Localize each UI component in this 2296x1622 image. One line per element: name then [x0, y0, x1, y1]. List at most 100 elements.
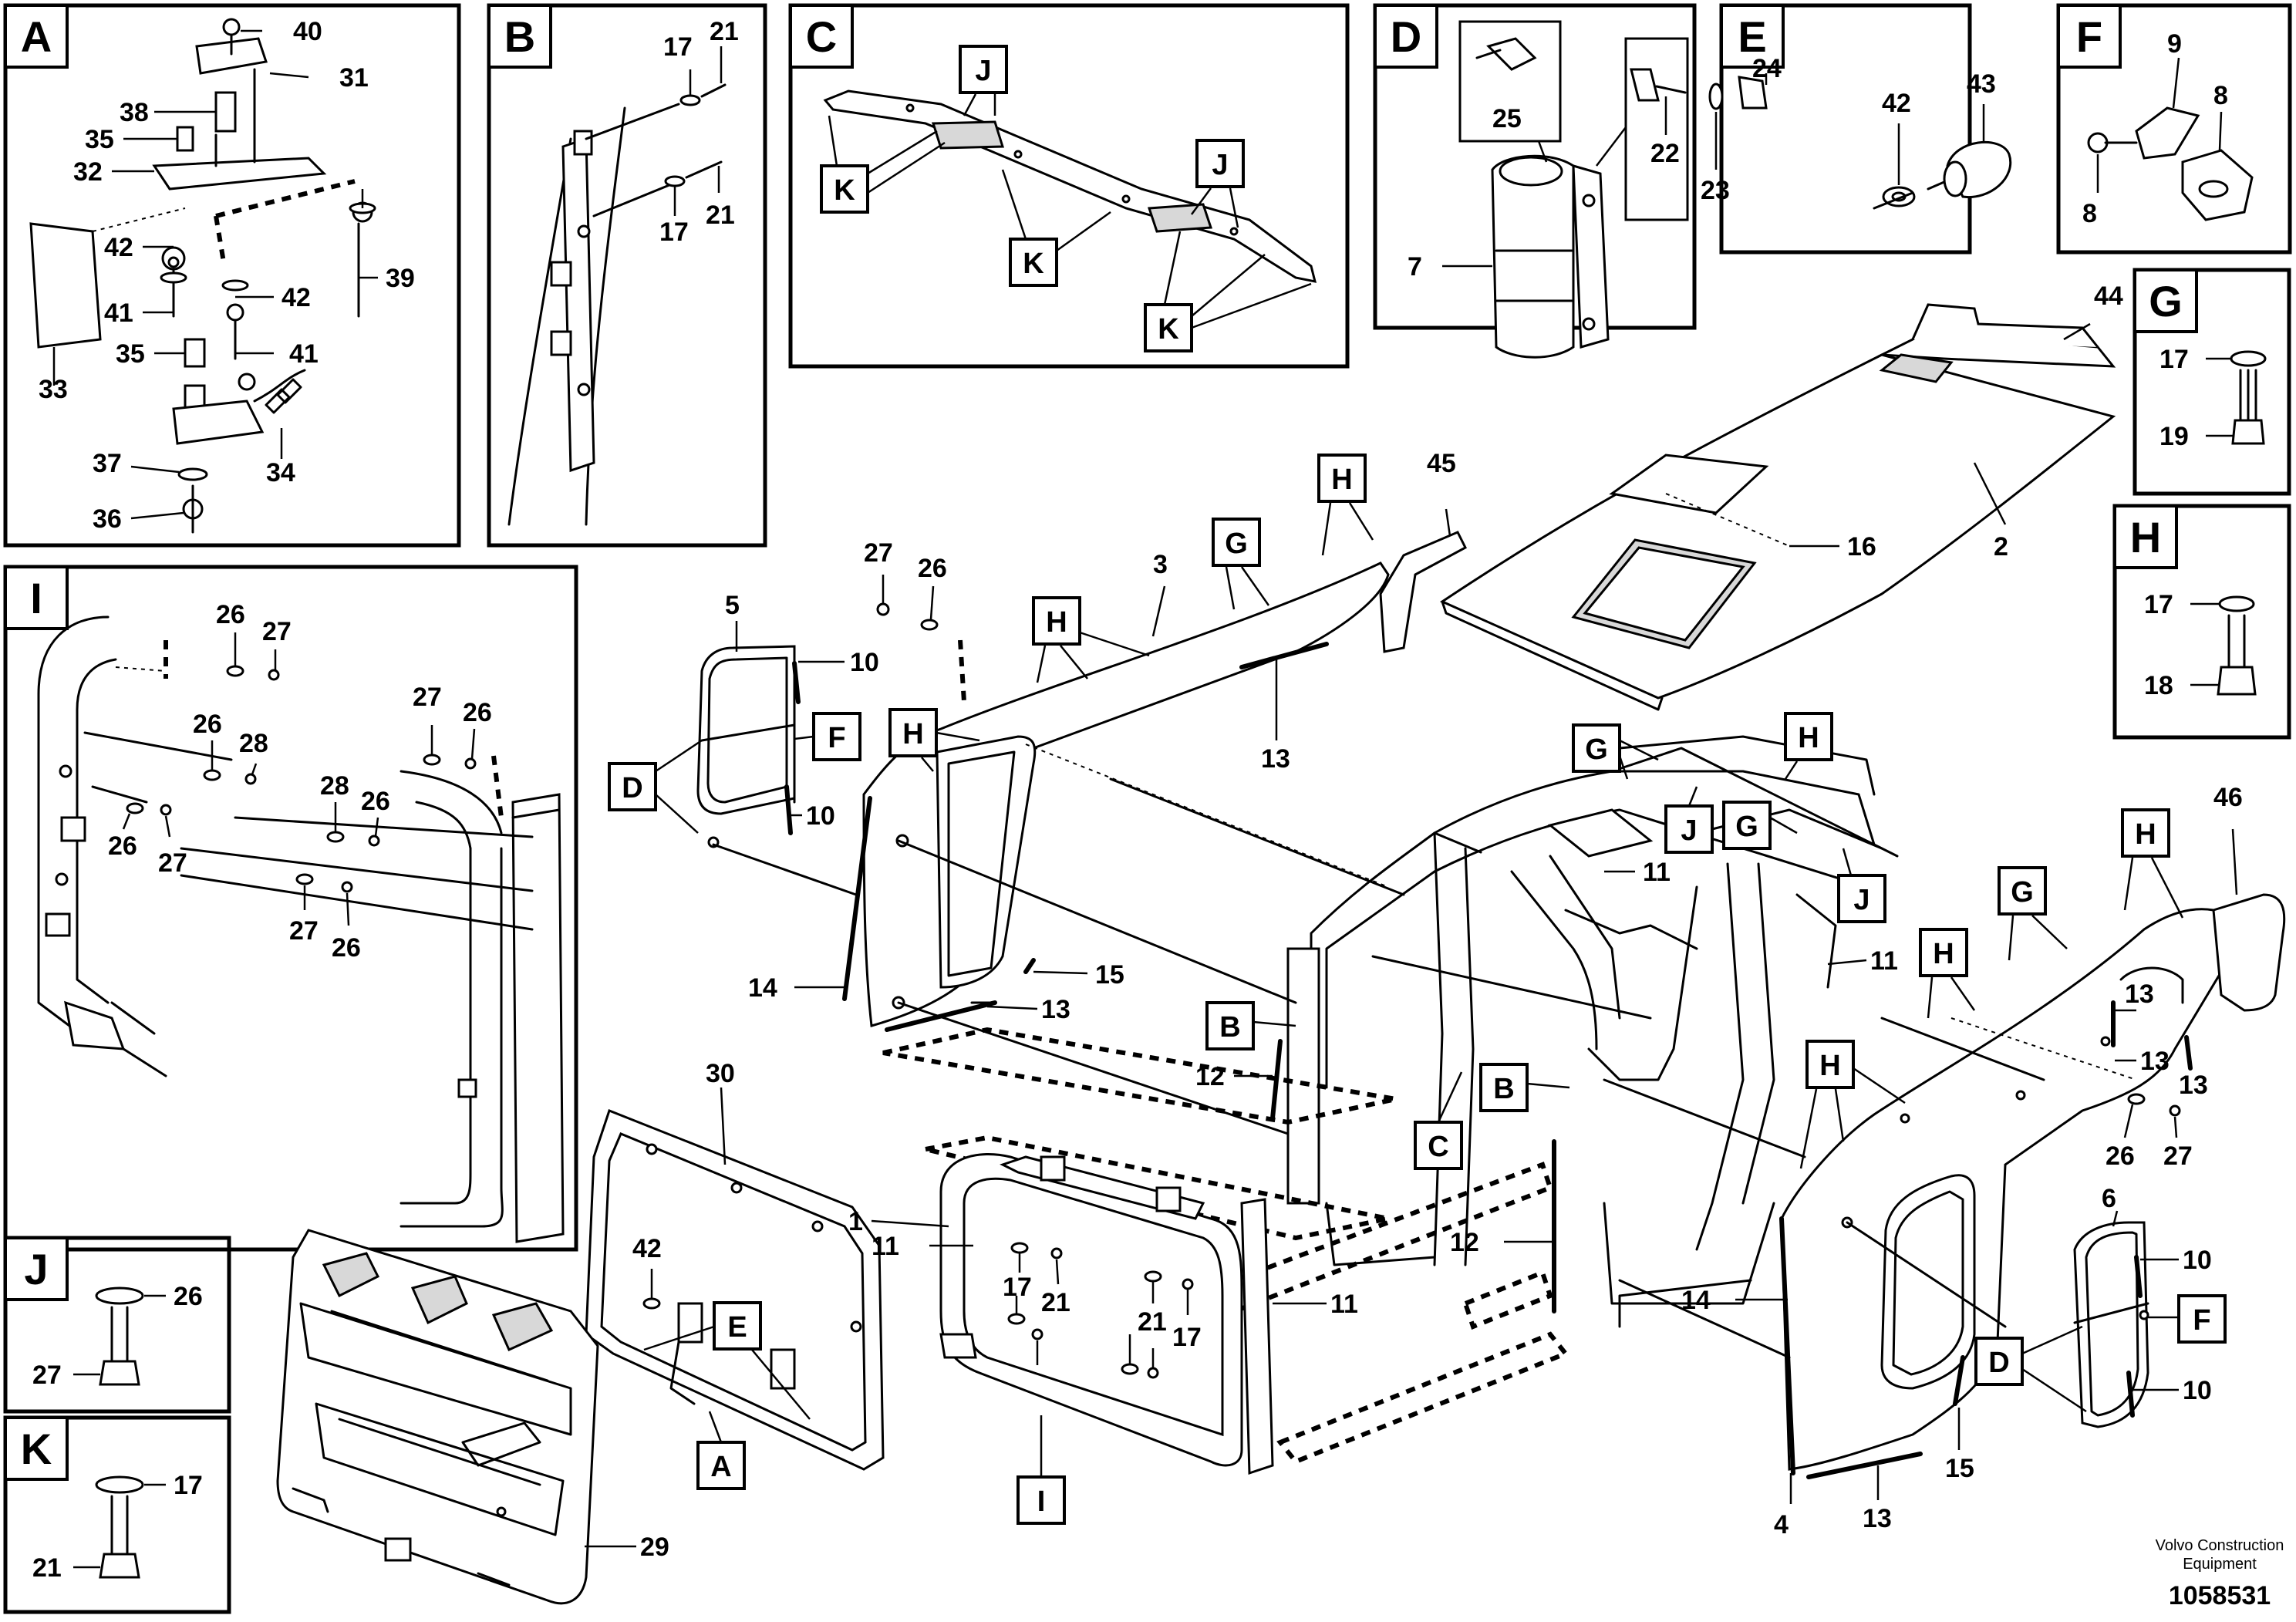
- svg-text:B: B: [504, 12, 535, 61]
- svg-text:37: 37: [93, 449, 122, 478]
- svg-text:26: 26: [216, 600, 245, 629]
- svg-text:17: 17: [174, 1471, 203, 1500]
- svg-text:E: E: [727, 1311, 747, 1344]
- svg-text:11: 11: [1870, 946, 1898, 976]
- svg-text:44: 44: [2094, 282, 2123, 311]
- svg-text:21: 21: [1041, 1288, 1070, 1317]
- svg-text:D: D: [622, 772, 642, 804]
- svg-text:9: 9: [2167, 29, 2182, 59]
- svg-text:F: F: [2193, 1304, 2210, 1337]
- svg-text:17: 17: [1172, 1323, 1202, 1352]
- detail-frame-I: [3, 565, 578, 1252]
- svg-text:11: 11: [1643, 858, 1671, 887]
- svg-text:A: A: [710, 1451, 731, 1483]
- svg-text:H: H: [902, 718, 923, 750]
- detail-i-callouts: 26 27 26 28 26 27 27 26 28 26 27 26: [108, 600, 492, 963]
- svg-text:26: 26: [332, 933, 361, 963]
- svg-text:D: D: [1988, 1347, 2009, 1379]
- left-panel-callouts: 3 27 26 G H H H: [864, 454, 1374, 772]
- svg-text:A: A: [21, 12, 52, 61]
- svg-text:41: 41: [104, 298, 133, 328]
- detail-d-drawing: [1458, 20, 1768, 359]
- svg-text:14: 14: [748, 973, 777, 1003]
- svg-text:H: H: [1819, 1050, 1840, 1082]
- svg-text:33: 33: [39, 375, 68, 404]
- svg-text:13: 13: [2179, 1071, 2208, 1100]
- svg-text:13: 13: [1261, 744, 1290, 774]
- svg-text:J: J: [1212, 149, 1228, 181]
- svg-text:39: 39: [386, 264, 415, 293]
- rear-frame-1: [939, 1152, 1274, 1475]
- svg-text:18: 18: [2144, 671, 2173, 700]
- svg-text:J: J: [975, 55, 991, 87]
- detail-frame-B: [487, 3, 767, 548]
- rear-frame-callouts: 1 11 17 21 21 17 17 17 20 11 I: [848, 1207, 1358, 1525]
- svg-text:42: 42: [104, 233, 133, 262]
- svg-text:K: K: [1158, 313, 1179, 346]
- svg-text:H: H: [1933, 938, 1954, 970]
- left-door-glass-5: [696, 645, 858, 896]
- svg-text:32: 32: [73, 157, 103, 187]
- svg-text:G: G: [1225, 528, 1248, 560]
- svg-text:15: 15: [1095, 960, 1124, 990]
- svg-text:H: H: [2130, 513, 2161, 561]
- svg-text:21: 21: [710, 17, 739, 46]
- svg-text:31: 31: [339, 63, 369, 93]
- svg-text:17: 17: [2144, 590, 2173, 619]
- svg-text:B: B: [1219, 1011, 1240, 1044]
- svg-text:30: 30: [706, 1059, 735, 1088]
- svg-text:27: 27: [32, 1361, 62, 1390]
- svg-text:42: 42: [1882, 89, 1911, 118]
- svg-text:26: 26: [463, 698, 492, 727]
- detail-b-callouts: 17 21 17 21: [659, 17, 739, 247]
- svg-text:H: H: [1046, 606, 1067, 639]
- svg-text:43: 43: [1967, 69, 1996, 99]
- svg-text:28: 28: [320, 771, 349, 801]
- svg-text:K: K: [1023, 248, 1044, 280]
- svg-text:I: I: [1037, 1485, 1046, 1518]
- detail-frame-H: [2112, 504, 2291, 740]
- svg-text:27: 27: [158, 848, 187, 878]
- svg-text:5: 5: [725, 591, 740, 620]
- detail-i-drawing: [37, 615, 565, 1243]
- detail-a-callouts: 40 31 38 35 32 42 41 35 42 41 39 33 37 3…: [39, 17, 415, 534]
- svg-text:27: 27: [413, 683, 442, 712]
- rear-window-callouts: 30 42 E A: [632, 1059, 811, 1490]
- svg-text:35: 35: [85, 125, 114, 154]
- svg-text:K: K: [21, 1425, 52, 1473]
- detail-g-drawing: 17 19: [2159, 345, 2267, 451]
- right-side-panel-4: [1780, 893, 2286, 1471]
- detail-frame-K: [3, 1415, 231, 1614]
- rear-panel-29: [276, 1229, 599, 1605]
- svg-text:40: 40: [293, 17, 322, 46]
- svg-text:E: E: [1738, 12, 1766, 61]
- svg-text:G: G: [1735, 811, 1758, 843]
- cab-frame-callouts: 11 11 G H J G J B 12 C B 12: [1195, 712, 1898, 1313]
- frame-letter-tags: A B C D E F G H I J K: [4, 4, 2198, 1481]
- brand-line-1: Volvo Construction: [2156, 1537, 2284, 1554]
- svg-text:11: 11: [1330, 1290, 1358, 1319]
- detail-d-inset-25: [1458, 20, 1562, 143]
- svg-text:10: 10: [806, 801, 835, 831]
- svg-text:45: 45: [1427, 449, 1456, 478]
- svg-text:27: 27: [2163, 1141, 2193, 1171]
- rear-panel-callouts: 29: [585, 1533, 669, 1562]
- svg-text:10: 10: [2183, 1376, 2212, 1405]
- svg-text:36: 36: [93, 504, 122, 534]
- detail-f-drawing: [2087, 106, 2254, 221]
- svg-text:12: 12: [1450, 1228, 1479, 1257]
- detail-frame-C: [788, 3, 1350, 369]
- svg-text:25: 25: [1492, 104, 1522, 133]
- svg-text:46: 46: [2213, 783, 2243, 812]
- svg-text:2: 2: [1994, 532, 2008, 561]
- svg-text:41: 41: [289, 339, 319, 369]
- detail-k-drawing: 17 21: [32, 1471, 203, 1583]
- detail-d-callouts: 25 24 22 23 7: [1408, 54, 1782, 282]
- svg-text:13: 13: [1041, 995, 1070, 1024]
- cab-frame: [1286, 735, 1899, 1328]
- svg-text:17: 17: [659, 218, 689, 247]
- svg-text:C: C: [806, 12, 837, 61]
- svg-text:26: 26: [193, 710, 222, 739]
- svg-text:F: F: [2076, 12, 2102, 61]
